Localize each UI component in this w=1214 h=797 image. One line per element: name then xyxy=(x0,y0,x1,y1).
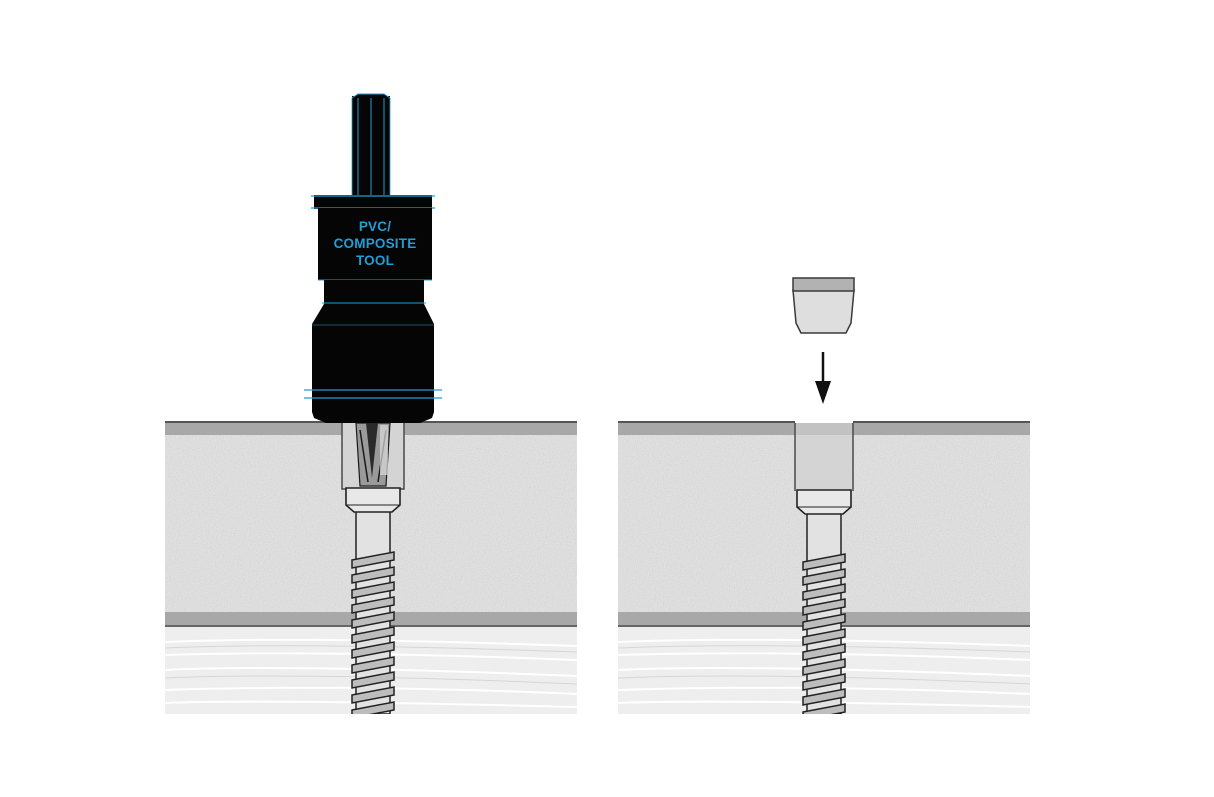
screw-right xyxy=(796,489,852,714)
tool-label-line-2: COMPOSITE xyxy=(333,236,417,251)
tool-label-line-3: TOOL xyxy=(355,253,395,268)
driver-bit xyxy=(355,422,391,487)
right-panel xyxy=(618,277,1030,714)
deck-plug xyxy=(792,277,855,334)
down-arrow-icon xyxy=(815,352,831,404)
tool-label-line-1: PVC/ xyxy=(358,219,392,234)
left-panel xyxy=(165,93,577,714)
screw-left xyxy=(345,487,401,714)
hex-shank xyxy=(351,93,391,199)
tool-label: PVC/ COMPOSITE TOOL xyxy=(318,218,432,269)
pvc-composite-tool xyxy=(304,93,442,423)
screw-hole-right xyxy=(794,419,854,491)
